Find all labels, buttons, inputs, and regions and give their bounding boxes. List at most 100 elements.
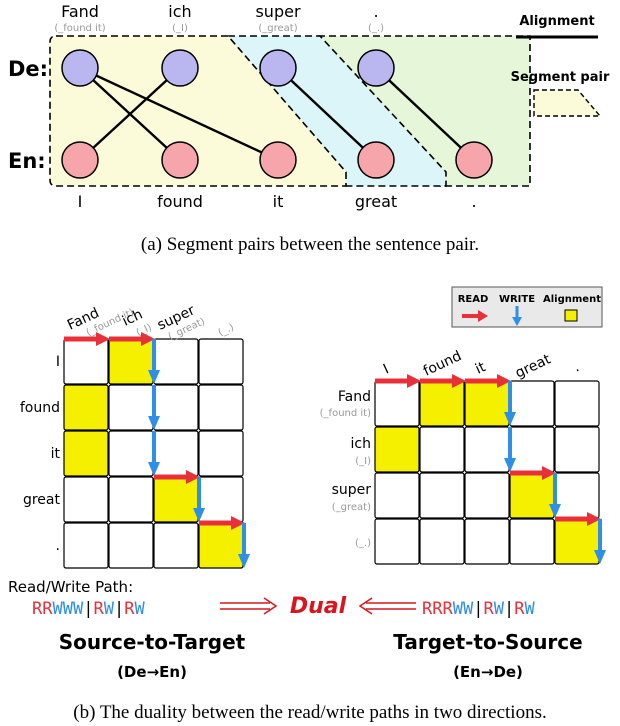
- grid-cell: [464, 426, 510, 473]
- en-word: it: [273, 192, 284, 211]
- write-arrowhead: [549, 504, 561, 518]
- write-arrowhead: [148, 370, 160, 384]
- grid-cell: [108, 384, 154, 431]
- de-word: super: [255, 2, 300, 21]
- grid-cell: [464, 472, 510, 519]
- row-gloss: (_great): [332, 502, 371, 513]
- legend-alignment-label: Alignment: [543, 294, 601, 305]
- grid-cell: [374, 518, 420, 565]
- de-gloss: (_great): [258, 23, 297, 34]
- grid-cell-aligned: [509, 472, 555, 519]
- grid-cell: [374, 472, 420, 519]
- read-arrowhead: [587, 512, 601, 526]
- grid-cell: [108, 476, 154, 523]
- de-node: [61, 49, 99, 87]
- row-label: ich: [351, 436, 371, 452]
- path-separator: |: [473, 599, 483, 619]
- read-arrowhead: [186, 470, 200, 484]
- col-label: great: [513, 351, 554, 381]
- grid-cell: [419, 472, 465, 519]
- rw-legend-box: [451, 286, 603, 328]
- grid-cell: [554, 472, 600, 519]
- en-word: I: [78, 192, 83, 211]
- legend-segment-pair-label: Segment pair: [511, 70, 610, 85]
- grid-cell: [63, 522, 109, 569]
- grid-cell: [198, 338, 244, 385]
- path-title: Read/Write Path:: [8, 578, 133, 596]
- grid-cell: [464, 518, 510, 565]
- right-arrow-icon: →: [147, 663, 160, 681]
- grid-cell: [509, 518, 555, 565]
- row-label: great: [23, 492, 61, 508]
- read-write-paths: READ WRITE Alignment: [8, 286, 606, 723]
- left-path: RRWWW|RW|RW: [32, 599, 145, 619]
- row-gloss: (_.): [355, 538, 371, 549]
- col-label: I: [381, 361, 392, 377]
- col-label: ich: [120, 306, 145, 329]
- col-gloss: (_.): [217, 322, 236, 339]
- write-arrowhead: [504, 412, 516, 426]
- de-word: Fand: [61, 2, 99, 21]
- grid-cell: [153, 338, 199, 385]
- dual-label: Dual: [290, 594, 347, 619]
- read-arrowhead: [497, 374, 511, 388]
- alignment-link: [79, 67, 181, 161]
- en-node: [455, 141, 493, 179]
- grid-cell-aligned: [63, 384, 109, 431]
- col-label: it: [473, 359, 489, 378]
- grid-cell: [198, 476, 244, 523]
- segment-pair-diagram: De: En: Fand (_found it) ich (_I) super …: [8, 2, 610, 255]
- de-node: [161, 49, 199, 87]
- legend-segment-pair-swatch: [533, 89, 602, 117]
- alignment-link: [375, 67, 475, 161]
- legend-alignment-label: Alignment: [519, 14, 594, 29]
- read-arrowhead: [96, 332, 110, 346]
- de-word: ich: [168, 2, 191, 21]
- legend-read-arrowhead: [478, 310, 488, 322]
- path-write-chars: W: [524, 599, 535, 619]
- en-node: [61, 141, 99, 179]
- path-separator: |: [83, 599, 93, 619]
- de-word: .: [373, 2, 378, 21]
- path-read-chars: RRR: [422, 599, 453, 619]
- en-node: [161, 141, 199, 179]
- path-read-chars: R: [124, 599, 135, 619]
- right-direction-title: Target-to-Source: [393, 630, 582, 654]
- en-node: [259, 141, 297, 179]
- grid-cell: [509, 426, 555, 473]
- path-read-chars: R: [93, 599, 104, 619]
- right-direction-sub: (En→De): [453, 663, 523, 681]
- read-arrowhead: [231, 516, 245, 530]
- write-arrowhead: [504, 458, 516, 472]
- dual-arrowhead-right: [358, 597, 373, 615]
- write-arrowhead: [193, 508, 205, 522]
- grid-cell-aligned: [63, 430, 109, 477]
- left-direction-sub: (De→En): [117, 663, 187, 681]
- grid-cell: [554, 380, 600, 427]
- grid-cell-aligned: [198, 522, 244, 569]
- grid-cell-aligned: [153, 476, 199, 523]
- write-arrowhead: [238, 554, 250, 568]
- grid-cell: [108, 522, 154, 569]
- read-arrowhead: [141, 332, 155, 346]
- read-arrowhead: [542, 466, 556, 480]
- en-row-label: En:: [8, 149, 46, 173]
- left-direction-title: Source-to-Target: [59, 630, 246, 654]
- grid-cell-aligned: [108, 338, 154, 385]
- path-read-chars: RR: [32, 599, 53, 619]
- en-word: .: [471, 192, 476, 211]
- col-label: .: [571, 359, 582, 375]
- de-gloss: (_.): [368, 23, 384, 34]
- grid-cell-aligned: [554, 518, 600, 565]
- path-write-chars: W: [494, 599, 505, 619]
- alignment-link: [277, 67, 377, 161]
- grid-cell: [509, 380, 555, 427]
- grid-cell: [374, 380, 420, 427]
- row-gloss: (_found it): [320, 408, 371, 419]
- row-label: I: [56, 354, 60, 370]
- grid-cell: [198, 384, 244, 431]
- row-gloss: (_I): [355, 456, 371, 467]
- dual-arrowhead-left: [263, 597, 278, 615]
- alignment-link: [79, 66, 279, 162]
- grid-cell: [554, 426, 600, 473]
